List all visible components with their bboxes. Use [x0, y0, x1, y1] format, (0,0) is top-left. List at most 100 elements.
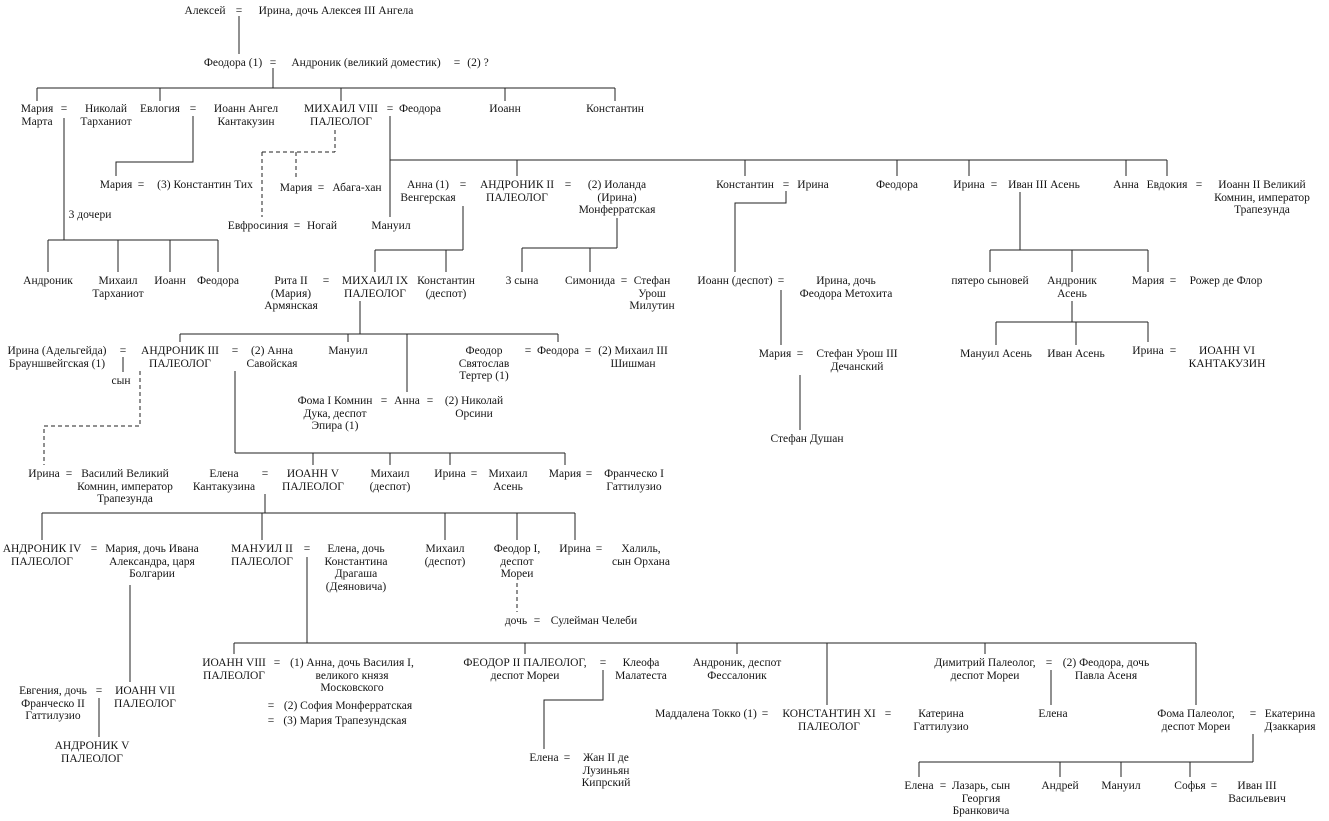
- person-feodor-svyatoslav-terter: Феодор Святослав Тертер (1): [458, 345, 510, 382]
- person-andronik-iii-paleolog: АНДРОНИК III ПАЛЕОЛОГ: [141, 345, 219, 370]
- person-mariya-marta: Мария Марта: [20, 103, 54, 128]
- person-evdokiya: Евдокия: [1146, 179, 1188, 191]
- person-irina-trapezundskaya: Ирина: [28, 468, 60, 480]
- person-evgeniya-doch-franchesko-ii: Евгения, дочь Франческо II Гаттилузио: [19, 685, 87, 722]
- person-anna-doch-vasiliya-i: (1) Анна, дочь Василия I, великого князя…: [290, 657, 414, 694]
- marriage-equals-sign: =: [470, 468, 478, 480]
- person-manuil-asen: Мануил Асень: [960, 348, 1032, 360]
- person-ioann-ii-velikiy-komnin: Иоанн II Великий Комнин, император Трапе…: [1214, 179, 1310, 216]
- marriage-equals-sign: =: [119, 345, 127, 357]
- person-irina-doch-feodora-metohita: Ирина, дочь Феодора Метохита: [799, 275, 893, 300]
- person-mihail-iii-shishman: (2) Михаил III Шишман: [598, 345, 668, 370]
- marriage-equals-sign: =: [235, 5, 243, 17]
- person-mariya-zhena-urosha: Мария: [758, 348, 792, 360]
- person-konstantin-syn-andronika: Константин: [586, 103, 644, 115]
- marriage-equals-sign: =: [796, 348, 804, 360]
- marriage-equals-sign: =: [564, 179, 572, 191]
- person-mihail-asen: Михаил Асень: [488, 468, 528, 493]
- marriage-equals-sign: =: [1249, 708, 1257, 720]
- person-simonida: Симонида: [564, 275, 616, 287]
- person-zhan-ii-de-luzinyan: Жан II де Лузиньян Кипрский: [581, 752, 631, 789]
- person-sofiya-monferratskaya: (2) София Монферратская: [283, 700, 413, 712]
- person-andronik-despot-fessalonik: Андроник, деспот Фессалоник: [692, 657, 782, 682]
- person-foma-i-komnin-duka: Фома I Комнин Дука, деспот Эпира (1): [297, 395, 373, 432]
- person-irina-zhena-asenya: Ирина: [953, 179, 985, 191]
- person-feodora-doch-mihaila-ix: Феодора: [536, 345, 580, 357]
- marriage-equals-sign: =: [620, 275, 628, 287]
- person-elena-doch-dimitriya: Елена: [1038, 708, 1068, 720]
- descent-line-dashed: [43, 371, 141, 465]
- descent-line: [115, 116, 194, 176]
- person-mariya-tih: Мария: [99, 179, 133, 191]
- marriage-equals-sign: =: [380, 395, 388, 407]
- descent-line: [543, 670, 604, 749]
- person-ioann-angel-kantakuzin: Иоанн Ангел Кантакузин: [213, 103, 279, 128]
- person-kleofa-malatesta: Клеофа Малатеста: [615, 657, 667, 682]
- person-katerina-gattilusio: Катерина Гаттилузио: [913, 708, 969, 733]
- person-mihail-despot-2: Михаил (деспот): [424, 543, 466, 568]
- person-ivan-iii-asen: Иван III Асень: [1008, 179, 1080, 191]
- person-lazar-syn-brankovicha: Лазарь, сын Георгия Бранковича: [951, 780, 1011, 817]
- marriage-equals-sign: =: [267, 700, 275, 712]
- marriage-equals-sign: =: [95, 685, 103, 697]
- marriage-equals-sign: =: [426, 395, 434, 407]
- person-andrey-paleolog: Андрей: [1041, 780, 1079, 792]
- person-mihail-ix-paleolog: МИХАИЛ IX ПАЛЕОЛОГ: [341, 275, 409, 300]
- person-ioann-despot: Иоанн (деспот): [697, 275, 773, 287]
- marriage-equals-sign: =: [533, 615, 541, 627]
- person-rozher-de-flor: Рожер де Флор: [1189, 275, 1263, 287]
- person-vtoraya-zhena-neizvestna: (2) ?: [467, 57, 489, 69]
- marriage-equals-sign: =: [563, 752, 571, 764]
- person-ioann-vii-paleolog: ИОАНН VII ПАЛЕОЛОГ: [114, 685, 176, 710]
- marriage-equals-sign: =: [269, 57, 277, 69]
- person-mariya-doch-ivana-aleksandra: Мария, дочь Ивана Александра, царя Болга…: [105, 543, 199, 580]
- person-andronik-asen: Андроник Асень: [1047, 275, 1097, 300]
- person-iolanda-monferratskaya: (2) Иоланда (Ирина) Монферратская: [578, 179, 656, 216]
- person-anna-vengerskaya: Анна (1) Венгерская: [400, 179, 456, 204]
- person-vasiliy-velikiy-komnin: Василий Великий Комнин, император Трапез…: [77, 468, 173, 505]
- person-anna-epirskaya: Анна: [394, 395, 420, 407]
- person-abaga-han: Абага-хан: [332, 182, 382, 194]
- person-ekaterina-dzakkariya: Екатерина Дзаккария: [1264, 708, 1316, 733]
- marriage-equals-sign: =: [1210, 780, 1218, 792]
- person-ioann-v-paleolog: ИОАНН V ПАЛЕОЛОГ: [282, 468, 344, 493]
- person-evlogiya: Евлогия: [140, 103, 180, 115]
- marriage-equals-sign: =: [317, 182, 325, 194]
- person-elena-kantakuzina: Елена Кантакузина: [192, 468, 256, 493]
- marriage-equals-sign: =: [293, 220, 301, 232]
- person-feodora-1: Феодора (1): [203, 57, 263, 69]
- person-tri-docheri: 3 дочери: [68, 209, 112, 221]
- marriage-equals-sign: =: [261, 468, 269, 480]
- person-konstantin-xi-paleolog: КОНСТАНТИН XI ПАЛЕОЛОГ: [782, 708, 876, 733]
- person-feodora-tarhaniot: Феодора: [196, 275, 240, 287]
- person-stefan-urosh-milutin: Стефан Урош Милутин: [629, 275, 675, 312]
- marriage-equals-sign: =: [322, 275, 330, 287]
- person-ioann-tarhaniot: Иоанн: [154, 275, 186, 287]
- marriage-equals-sign: =: [137, 179, 145, 191]
- person-mariya-abaga: Мария: [279, 182, 313, 194]
- person-nikolay-orsini: (2) Николай Орсини: [444, 395, 504, 420]
- marriage-equals-sign: =: [1045, 657, 1053, 669]
- marriage-equals-sign: =: [1169, 345, 1177, 357]
- person-andronik-tarhaniot: Андроник: [23, 275, 73, 287]
- person-ioann-vi-kantakuzin: ИОАНН VI КАНТАКУЗИН: [1188, 345, 1266, 370]
- person-pyatero-synovey: пятеро сыновей: [951, 275, 1029, 287]
- marriage-equals-sign: =: [267, 715, 275, 727]
- person-maddalena-tokko: Маддалена Токко (1): [655, 708, 757, 720]
- marriage-equals-sign: =: [584, 345, 592, 357]
- person-syn: сын: [111, 375, 131, 387]
- person-irina-zhena-asenya-2: Ирина: [434, 468, 466, 480]
- marriage-equals-sign: =: [599, 657, 607, 669]
- person-mihail-despot: Михаил (деспот): [369, 468, 411, 493]
- person-doch: дочь: [504, 615, 528, 627]
- marriage-equals-sign: =: [1195, 179, 1203, 191]
- person-sofya-paleolog: Софья: [1174, 780, 1206, 792]
- person-stefan-dushan: Стефан Душан: [770, 433, 844, 445]
- person-konstantin-paleolog: Константин: [716, 179, 774, 191]
- person-mariya-trapezundskaya: (3) Мария Трапезундская: [283, 715, 407, 727]
- person-irina-zhena-kantakuzina: Ирина: [1132, 345, 1164, 357]
- marriage-equals-sign: =: [453, 57, 461, 69]
- person-rita-mariya-armyanskaya: Рита II (Мария) Армянская: [264, 275, 318, 312]
- marriage-equals-sign: =: [303, 543, 311, 555]
